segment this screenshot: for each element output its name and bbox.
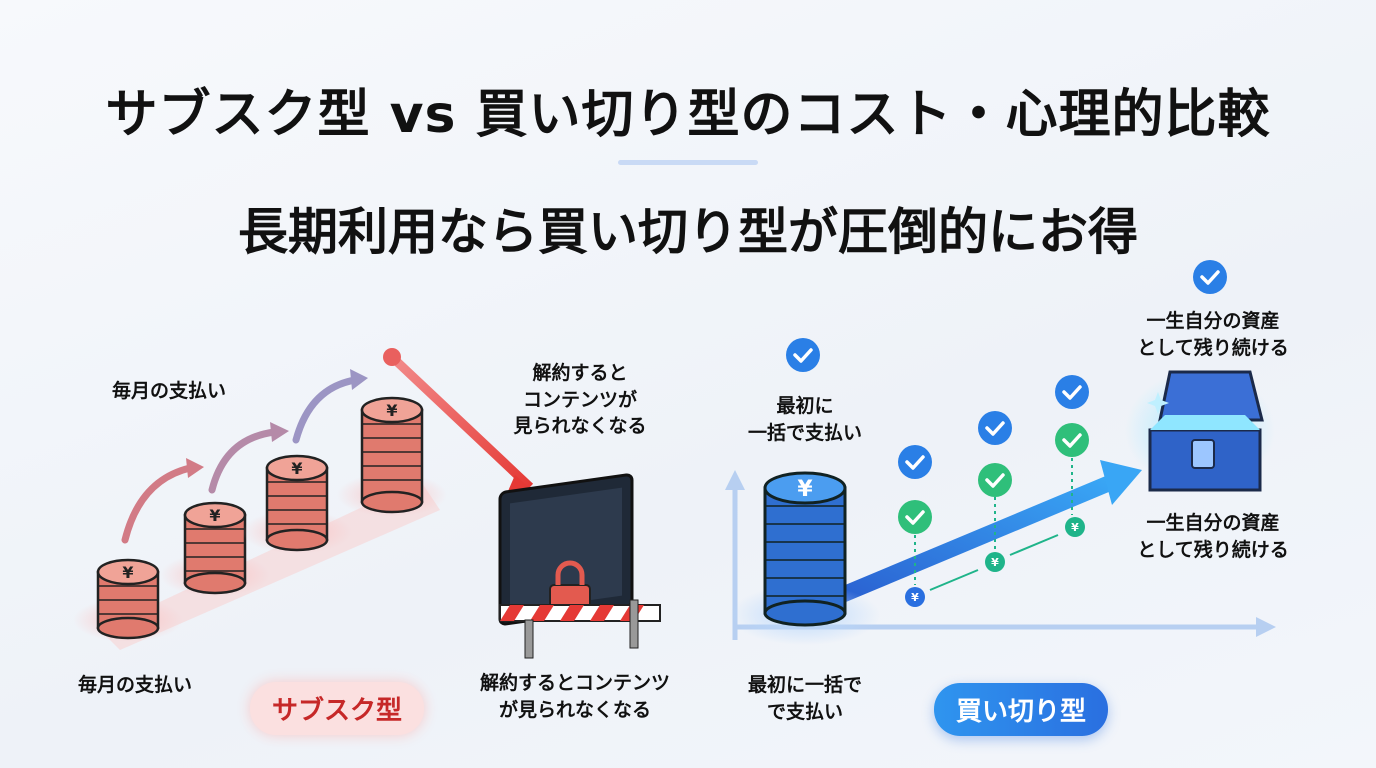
page-title: サブスク型 vs 買い切り型のコスト・心理的比較 <box>105 85 1271 145</box>
check-icons <box>786 260 1227 534</box>
upfront-label-top: 最初に 一括で支払い <box>747 395 862 444</box>
treasure-chest-icon <box>1125 370 1275 492</box>
svg-text:¥: ¥ <box>291 459 302 478</box>
growth-arrows <box>121 376 359 544</box>
buyout-badge: 買い切り型 <box>934 683 1109 736</box>
svg-text:¥: ¥ <box>122 563 133 582</box>
svg-text:¥: ¥ <box>1071 521 1079 534</box>
arrow-heads <box>186 369 368 478</box>
title-divider <box>618 160 758 165</box>
stack-band <box>100 480 440 650</box>
small-coins: ¥ ¥ ¥ <box>905 458 1085 607</box>
cancel-label-top: 解約すると コンテンツが 見られなくなる <box>513 362 647 438</box>
monthly-payment-label-top: 毎月の支払い <box>112 380 227 402</box>
blue-coin-stack: ¥ <box>730 471 880 645</box>
coin-stack-4: ¥ <box>337 396 447 517</box>
cancel-label-bottom: 解約するとコンテンツ が見られなくなる <box>479 672 670 721</box>
asset-label-top: 一生自分の資産 として残り続ける <box>1137 310 1289 359</box>
monthly-payment-label-bottom: 毎月の支払い <box>78 674 193 696</box>
upfront-label-bottom: 最初に一括で で支払い <box>747 674 862 723</box>
svg-text:¥: ¥ <box>991 556 999 569</box>
asset-label-bottom: 一生自分の資産 として残り続ける <box>1137 512 1289 561</box>
svg-text:¥: ¥ <box>209 506 220 525</box>
page-subtitle: 長期利用なら買い切り型が圧倒的にお得 <box>238 203 1138 261</box>
value-arrow <box>826 460 1142 608</box>
svg-text:¥: ¥ <box>386 401 397 420</box>
svg-text:¥: ¥ <box>911 591 919 604</box>
locked-monitor-icon <box>498 473 661 659</box>
coin-stack-1: ¥ <box>73 558 183 642</box>
coin-stack-3: ¥ <box>242 454 352 554</box>
coin-stack-2: ¥ <box>160 501 270 597</box>
svg-text:¥: ¥ <box>797 477 813 502</box>
subscription-badge: サブスク型 <box>250 682 425 735</box>
